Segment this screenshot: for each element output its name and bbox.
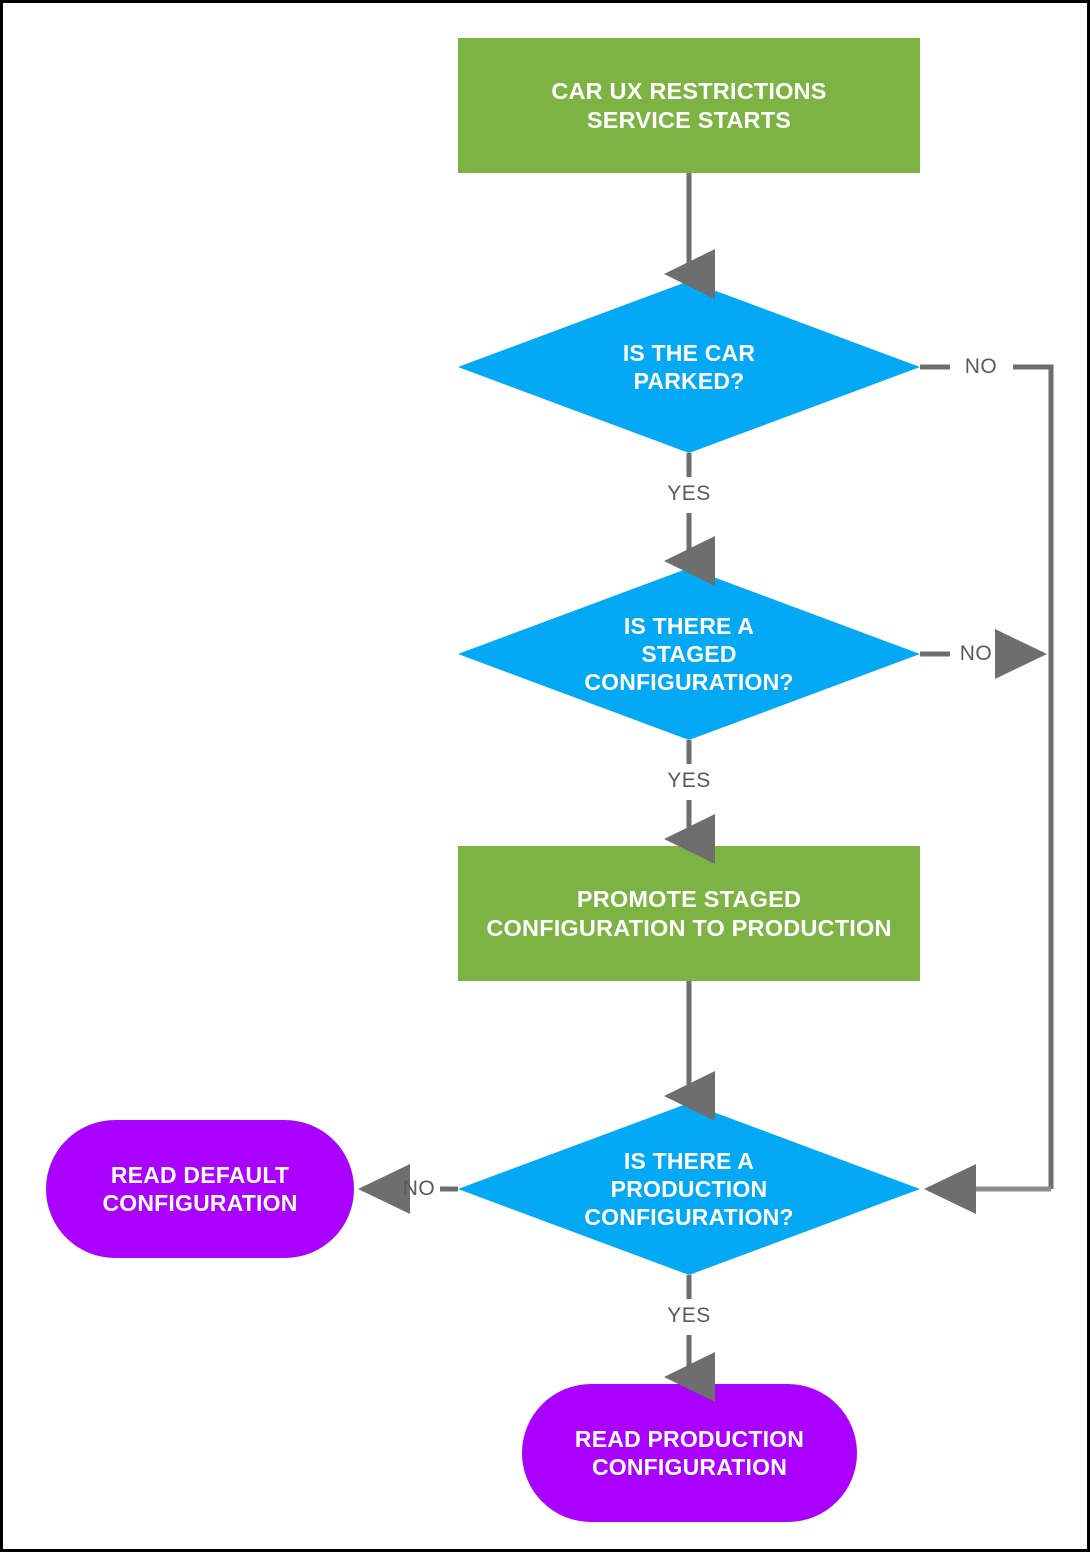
- node-shape-read-production-config[interactable]: [522, 1384, 857, 1522]
- flowchart-shapes-and-connectors: [46, 38, 1054, 1522]
- node-shape-promote-staged-config[interactable]: [458, 846, 920, 981]
- node-shape-is-there-production-config[interactable]: [458, 1103, 920, 1275]
- node-shape-is-car-parked[interactable]: [458, 281, 920, 453]
- node-shape-start[interactable]: [458, 38, 920, 173]
- node-shape-read-default-config[interactable]: [46, 1120, 354, 1258]
- connector-is-car-parked-no-right: [1013, 364, 1054, 1189]
- node-shape-is-there-staged-config[interactable]: [458, 568, 920, 740]
